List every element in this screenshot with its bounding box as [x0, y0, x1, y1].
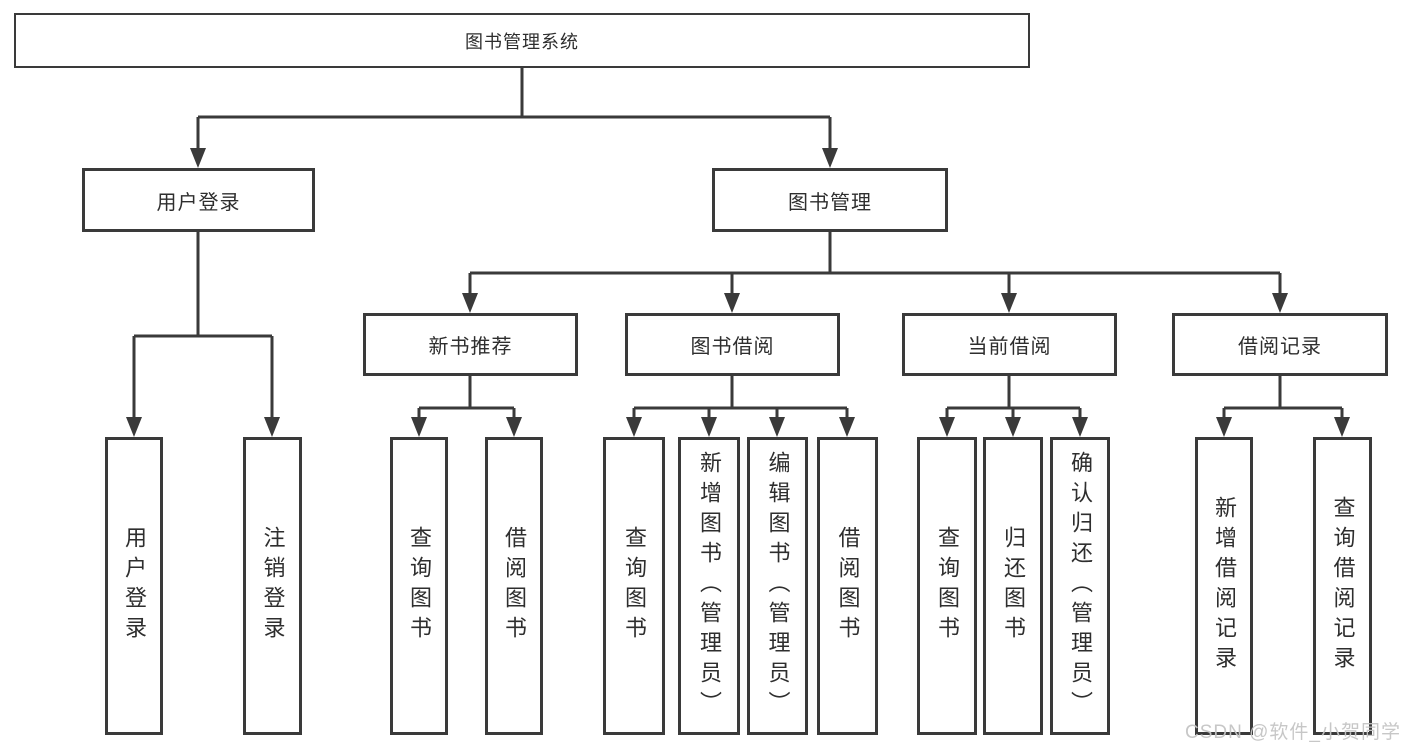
node-leaf-edit-book-admin: 编辑图书（管理员）: [747, 437, 808, 735]
node-user-login: 用户登录: [82, 168, 315, 232]
node-book-management: 图书管理: [712, 168, 948, 232]
arrowhead: [506, 417, 522, 437]
arrowhead: [1072, 417, 1088, 437]
node-leaf-borrow-books-1: 借阅图书: [485, 437, 543, 735]
leaf-label: 编辑图书（管理员）: [765, 451, 791, 721]
arrowhead: [626, 417, 642, 437]
node-leaf-borrow-books-2: 借阅图书: [817, 437, 878, 735]
leaf-label: 查询借阅记录: [1330, 496, 1356, 676]
arrowhead: [822, 148, 838, 168]
connector-current-to-leaves: [945, 376, 1082, 417]
arrowhead: [939, 417, 955, 437]
node-leaf-query-books-3: 查询图书: [917, 437, 977, 735]
node-current-borrowing: 当前借阅: [902, 313, 1117, 376]
arrowhead: [1005, 417, 1021, 437]
leaf-label: 归还图书: [1001, 526, 1026, 646]
arrowhead: [126, 417, 142, 437]
node-book-borrowing: 图书借阅: [625, 313, 840, 376]
arrowhead: [1216, 417, 1232, 437]
arrowhead: [264, 417, 280, 437]
leaf-label: 新增借阅记录: [1212, 496, 1237, 676]
connector-userlogin-to-leaves: [132, 232, 274, 417]
leaf-label: 新增图书（管理员）: [697, 451, 722, 721]
node-leaf-query-books-2: 查询图书: [603, 437, 665, 735]
node-leaf-add-borrow-record: 新增借阅记录: [1195, 437, 1253, 735]
arrowhead: [462, 293, 478, 313]
leaf-label: 借阅图书: [835, 526, 861, 646]
connector-root-to-level2: [196, 68, 832, 148]
node-leaf-query-borrow-record: 查询借阅记录: [1313, 437, 1372, 735]
node-new-book-recommend: 新书推荐: [363, 313, 578, 376]
leaf-label: 确认归还（管理员）: [1068, 451, 1093, 721]
node-leaf-return-book: 归还图书: [983, 437, 1043, 735]
node-leaf-logout: 注销登录: [243, 437, 302, 735]
watermark: CSDN @软件_小贺同学: [1185, 722, 1401, 743]
connector-borrow-to-leaves: [632, 376, 849, 417]
node-root: 图书管理系统: [14, 13, 1030, 68]
node-borrowing-records: 借阅记录: [1172, 313, 1388, 376]
node-leaf-query-books-1: 查询图书: [390, 437, 448, 735]
node-leaf-confirm-return-admin: 确认归还（管理员）: [1050, 437, 1110, 735]
arrowhead: [1272, 293, 1288, 313]
leaf-label: 借阅图书: [502, 526, 527, 646]
arrowhead: [411, 417, 427, 437]
connector-records-to-leaves: [1222, 376, 1344, 417]
leaf-label: 用户登录: [122, 526, 147, 646]
arrowhead: [839, 417, 855, 437]
arrowhead: [190, 148, 206, 168]
connector-newbook-to-leaves: [417, 376, 516, 417]
arrowhead: [1001, 293, 1017, 313]
leaf-label: 注销登录: [260, 526, 286, 646]
arrowhead: [701, 417, 717, 437]
arrowhead: [769, 417, 785, 437]
node-leaf-user-login: 用户登录: [105, 437, 163, 735]
leaf-label: 查询图书: [407, 526, 432, 646]
connector-bookmgmt-to-level3: [468, 232, 1282, 293]
node-leaf-add-book-admin: 新增图书（管理员）: [678, 437, 740, 735]
leaf-label: 查询图书: [935, 526, 960, 646]
arrowhead: [1334, 417, 1350, 437]
leaf-label: 查询图书: [622, 526, 647, 646]
arrowhead: [724, 293, 740, 313]
